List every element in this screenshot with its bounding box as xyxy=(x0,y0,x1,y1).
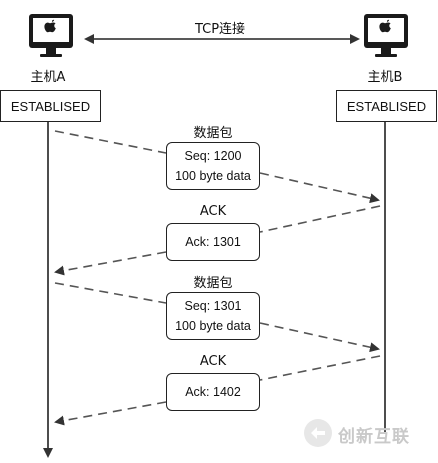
packet-2-arrow-start xyxy=(54,282,167,304)
packet-1-caption: 数据包 xyxy=(193,126,233,141)
packet-1-box: Seq: 1200 100 byte data xyxy=(166,142,260,190)
watermark-text: 创新互联 xyxy=(338,427,410,447)
ack-1-arrow-end xyxy=(54,251,167,276)
host-b-state-box: ESTABLISED xyxy=(336,90,437,122)
packet-1-arrow-end xyxy=(259,172,380,204)
packet-1-size: 100 byte data xyxy=(175,169,251,183)
host-a-label: 主机A xyxy=(30,70,66,85)
watermark-logo-icon xyxy=(304,419,332,447)
ack-1-caption: ACK xyxy=(199,204,227,219)
host-a-computer-icon xyxy=(29,14,73,57)
host-b-computer-icon xyxy=(364,14,408,57)
ack-1-box: Ack: 1301 xyxy=(166,223,260,261)
ack-2-arrow-start xyxy=(259,355,381,381)
packet-2-box: Seq: 1301 100 byte data xyxy=(166,292,260,340)
packet-1-seq: Seq: 1200 xyxy=(184,149,242,163)
ack-2-arrow-end xyxy=(54,401,167,426)
ack-1-value: Ack: 1301 xyxy=(185,235,241,249)
ack-2-value: Ack: 1402 xyxy=(185,385,241,399)
packet-1-arrow-start xyxy=(54,130,167,154)
ack-2-caption: ACK xyxy=(199,354,227,369)
packet-2-seq: Seq: 1301 xyxy=(184,299,242,313)
packet-2-arrow-end xyxy=(259,322,380,353)
packet-2-size: 100 byte data xyxy=(175,319,251,333)
host-a-state-box: ESTABLISED xyxy=(0,90,101,122)
ack-2-box: Ack: 1402 xyxy=(166,373,260,411)
host-b-label: 主机B xyxy=(367,70,403,85)
tcp-connection-label: TCP连接 xyxy=(194,22,246,37)
ack-1-arrow-start xyxy=(259,205,381,233)
packet-2-caption: 数据包 xyxy=(193,276,233,291)
